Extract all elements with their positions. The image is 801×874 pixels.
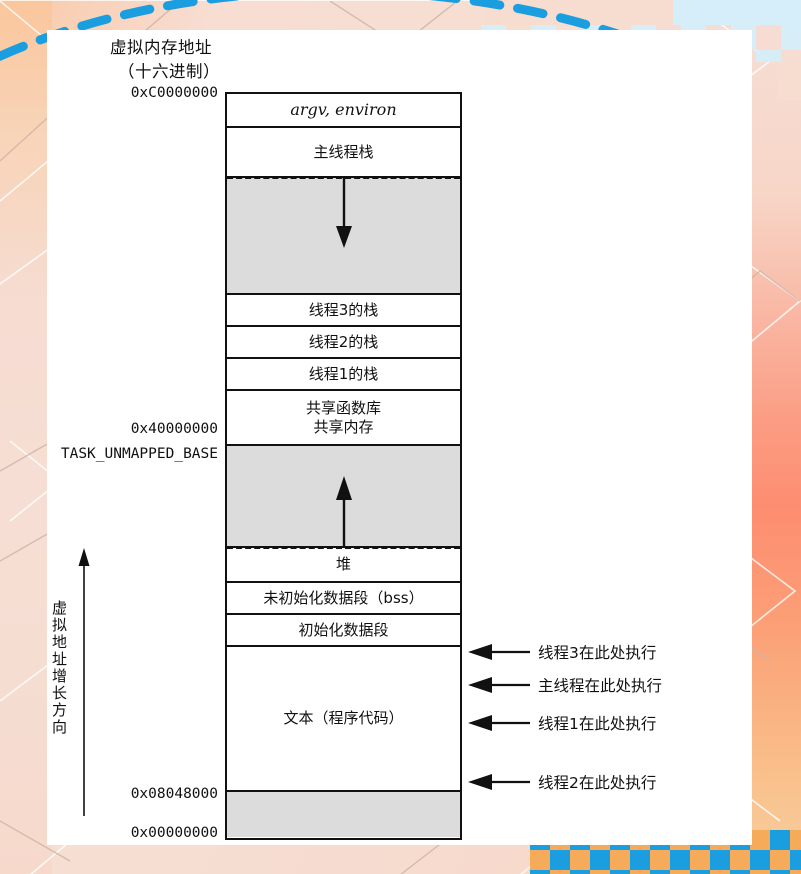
memory-segment-main-thread-stack: 主线程栈 (227, 128, 460, 178)
memory-segment-reserved-low (227, 792, 460, 837)
memory-segment-label: 线程1的栈 (308, 364, 379, 383)
segment-boundary-dashed-line (227, 546, 460, 549)
address-growth-label: 虚拟地址增长方向 (50, 600, 68, 736)
memory-segment-label: 线程2的栈 (308, 332, 379, 351)
memory-segment-label: 初始化数据段 (298, 620, 389, 639)
address-label: 0x40000000 (130, 421, 218, 437)
memory-segment-heap: 堆 (227, 546, 460, 583)
memory-segment-shared-libs: 共享函数库 共享内存 (227, 391, 460, 446)
annotation-label: 主线程在此处执行 (538, 677, 663, 695)
annotation-arrow-left-icon (468, 644, 530, 660)
annotation-thread2-exec: 线程2在此处执行 (468, 771, 656, 793)
heap-grow-up-arrow-icon (335, 476, 352, 546)
annotation-label: 线程3在此处执行 (538, 644, 657, 662)
memory-segment-stack-gap (227, 176, 460, 295)
stack-grow-down-arrow-icon (335, 178, 352, 248)
annotation-thread3-exec: 线程3在此处执行 (468, 641, 656, 663)
memory-segment-bss-segment: 未初始化数据段（bss） (227, 583, 460, 615)
address-label: 0x08048000 (130, 786, 218, 802)
memory-segment-thread3-stack: 线程3的栈 (227, 295, 460, 327)
annotation-label: 线程2在此处执行 (538, 774, 657, 792)
annotation-arrow-left-icon (468, 677, 530, 693)
memory-segment-label: 未初始化数据段（bss） (263, 588, 424, 607)
page-title-line1: 虚拟内存地址 (110, 38, 212, 57)
memory-segment-thread2-stack: 线程2的栈 (227, 327, 460, 359)
memory-segment-argv-environ: argv, environ (227, 94, 460, 128)
annotation-label: 线程1在此处执行 (538, 715, 657, 733)
address-label: 0x00000000 (130, 825, 218, 841)
page-title-line2: （十六进制） (118, 62, 220, 81)
memory-segment-label: 文本（程序代码） (283, 709, 404, 728)
memory-segment-thread1-stack: 线程1的栈 (227, 359, 460, 391)
memory-segment-label: 主线程栈 (313, 142, 374, 161)
memory-segment-label: 线程3的栈 (308, 300, 379, 319)
background-left-gradient (0, 0, 52, 874)
decor-checkerboard-top-corner (777, 62, 801, 100)
memory-segment-label: 堆 (335, 555, 351, 574)
memory-segment-label: 共享函数库 共享内存 (305, 398, 381, 436)
annotation-main-thread-exec: 主线程在此处执行 (468, 674, 662, 696)
decor-checkerboard-top-notch (485, 0, 673, 25)
memory-segment-data-segment: 初始化数据段 (227, 615, 460, 647)
memory-segment-label: argv, environ (290, 100, 397, 119)
segment-boundary-dashed-line (227, 176, 460, 179)
memory-segment-text-segment: 文本（程序代码） (227, 647, 460, 792)
address-label: TASK_UNMAPPED_BASE (60, 446, 218, 462)
annotation-arrow-left-icon (468, 774, 530, 790)
memory-segment-mmap-gap (227, 446, 460, 548)
address-label: 0xC0000000 (130, 85, 218, 101)
annotation-arrow-left-icon (468, 715, 530, 731)
memory-layout-diagram: argv, environ 主线程栈线程3的栈线程2的栈线程1的栈共享函数库 共享… (225, 92, 462, 840)
annotation-thread1-exec: 线程1在此处执行 (468, 712, 656, 734)
address-growth-arrow-icon (78, 548, 90, 816)
